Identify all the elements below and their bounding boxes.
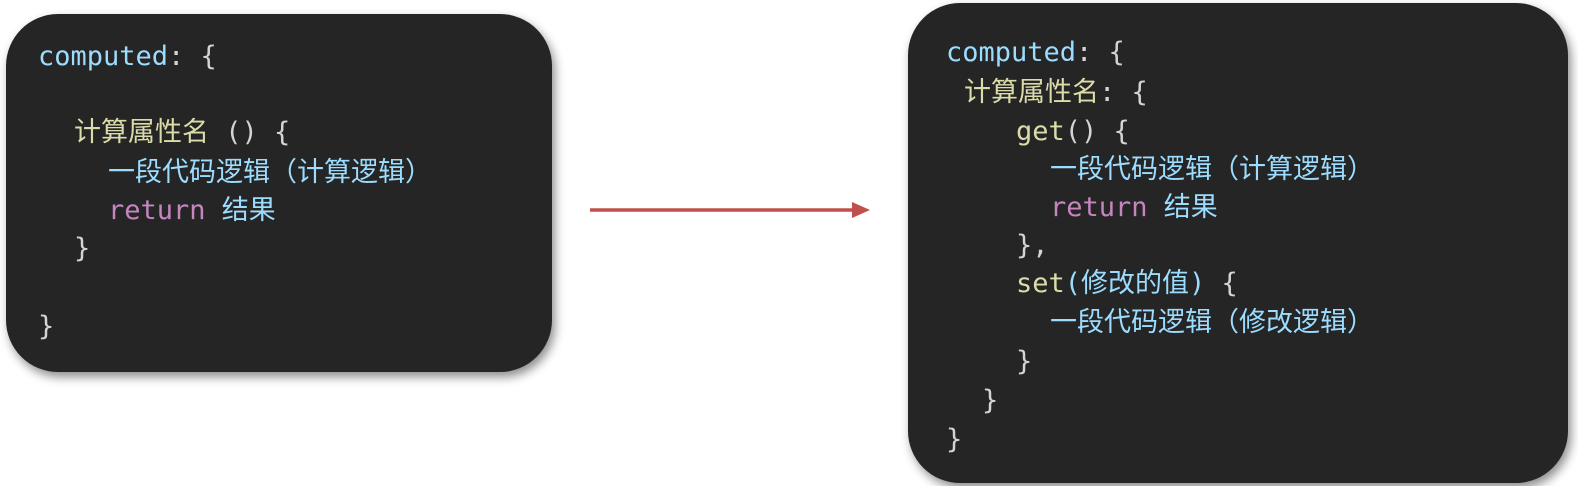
code-line: return 结果 [108,194,276,228]
code-punctuation: : { [1099,77,1148,108]
code-brace: } [946,424,963,455]
code-return-keyword: return [1050,192,1148,223]
code-punctuation: () { [1064,116,1130,147]
code-punctuation: : { [168,41,217,72]
code-line: computed: { [946,36,1125,70]
code-return-keyword: return [108,195,206,226]
code-panel-after: computed: { 计算属性名: { get() { 一段代码逻辑（计算逻辑… [908,3,1568,483]
code-keyword: computed [946,37,1077,68]
code-line: } [946,423,962,457]
arrow-head [852,202,870,218]
code-line: 计算属性名 () { [74,116,290,150]
code-line: 计算属性名: { [964,76,1148,110]
code-line: computed: { [38,40,217,74]
code-line: 一段代码逻辑（计算逻辑） [108,156,432,190]
code-property-name: 计算属性名 [964,77,1099,108]
code-parameter: (修改的值) [1064,268,1206,299]
code-text: 一段代码逻辑（计算逻辑） [108,157,432,188]
code-text: 结果 [205,195,276,226]
code-function-name: set [1016,268,1065,299]
code-line: } [1016,345,1032,379]
code-line: } [74,232,90,266]
code-brace: } [982,385,999,416]
code-line: return 结果 [1050,191,1218,225]
code-line: } [38,310,54,344]
code-punctuation: { [1205,268,1238,299]
code-text: 一段代码逻辑（修改逻辑） [1050,307,1374,338]
code-brace: } [38,311,55,342]
code-property-name: 计算属性名 [74,117,209,148]
code-text: 结果 [1147,192,1218,223]
code-text: 一段代码逻辑（计算逻辑） [1050,154,1374,185]
code-line: } [982,384,998,418]
code-line: get() { [1016,115,1130,149]
code-punctuation: : { [1076,37,1125,68]
code-brace: } [74,233,91,264]
code-brace: }, [1016,230,1049,261]
code-line: set(修改的值) { [1016,267,1238,301]
code-function-name: get [1016,116,1065,147]
code-line: 一段代码逻辑（修改逻辑） [1050,306,1374,340]
code-keyword: computed [38,41,169,72]
arrow-right-icon [590,202,870,218]
code-brace: } [1016,346,1033,377]
code-punctuation: () { [209,117,291,148]
code-line: }, [1016,229,1049,263]
code-panel-before: computed: { 计算属性名 () { 一段代码逻辑（计算逻辑） retu… [6,14,552,372]
code-line: 一段代码逻辑（计算逻辑） [1050,153,1374,187]
